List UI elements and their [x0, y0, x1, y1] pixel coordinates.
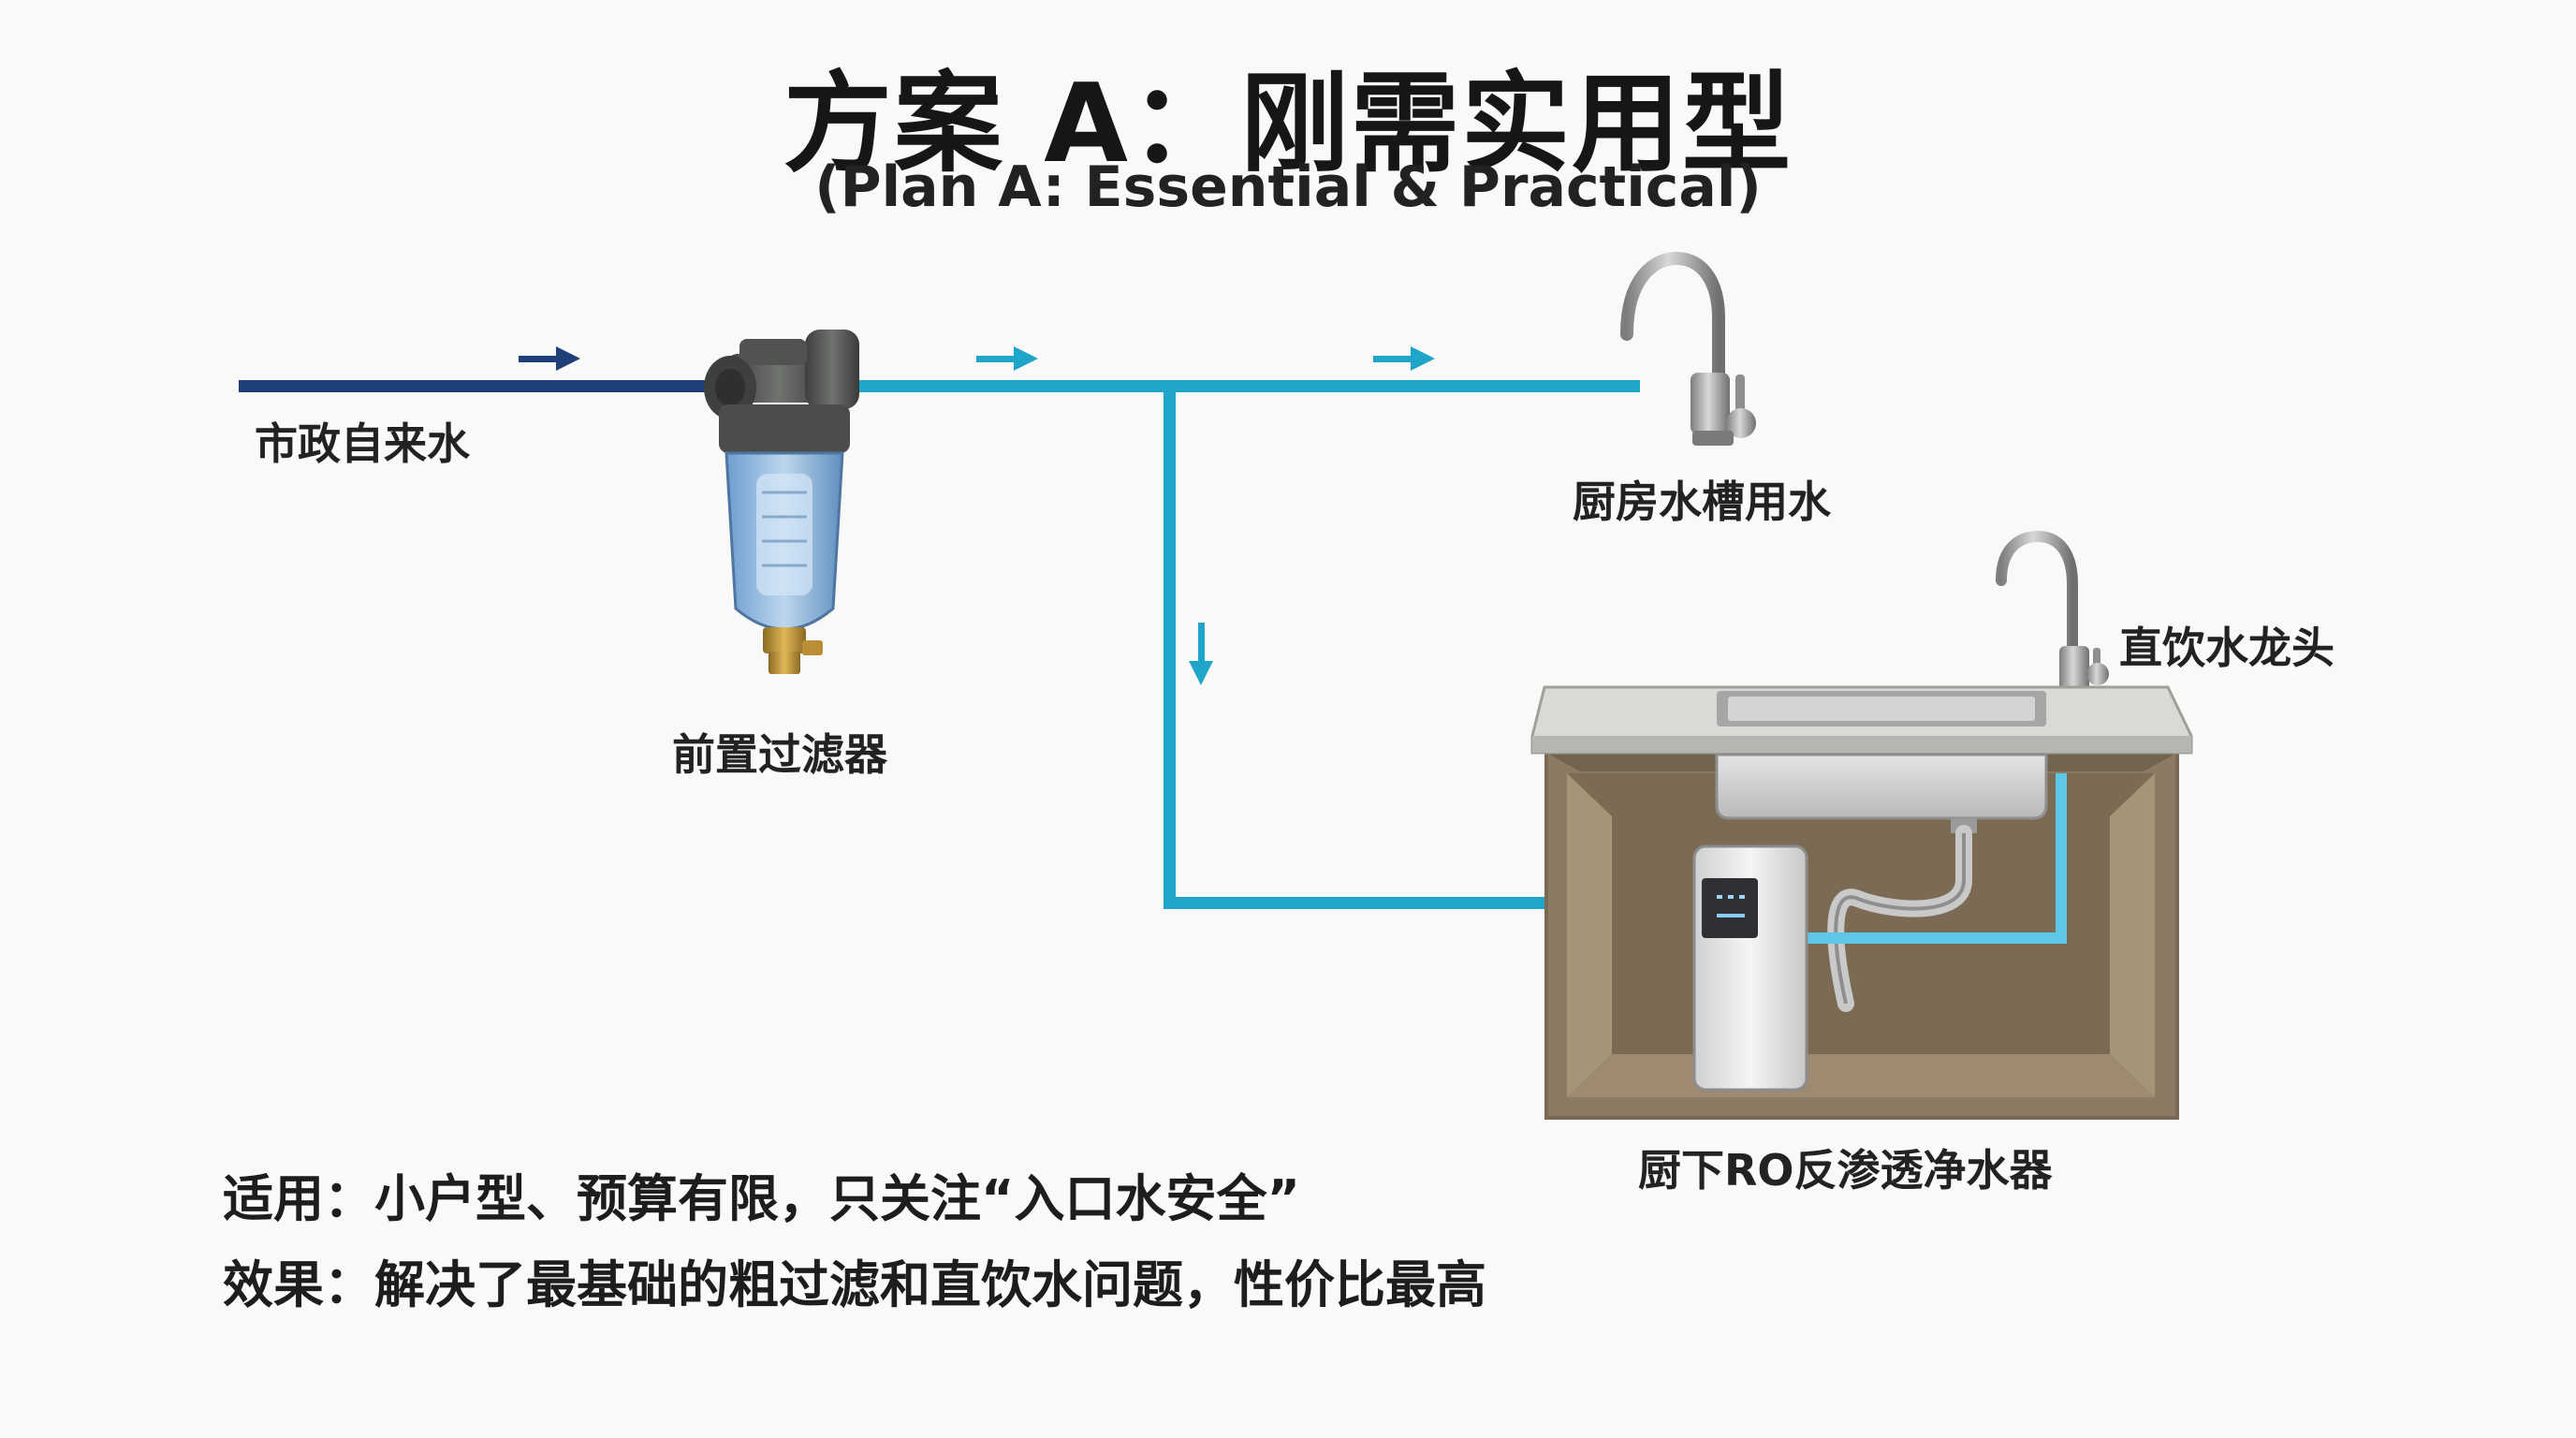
- municipal-pipe: [239, 380, 725, 392]
- filtered-pipe-vertical: [1164, 380, 1176, 909]
- under-sink-ro-label: 厨下RO反渗透净水器: [1638, 1145, 2053, 1196]
- municipal-water-label: 市政自来水: [255, 418, 470, 469]
- pre-filter-label: 前置过滤器: [672, 729, 887, 780]
- kitchen-sink-water-label: 厨房水槽用水: [1573, 477, 1831, 527]
- drinking-faucet-label: 直饮水龙头: [2119, 623, 2334, 673]
- page-title: 方案 A：刚需实用型: [783, 61, 1793, 187]
- filtered-pipe-horizontal: [833, 380, 1640, 392]
- arrow-down-icon: [1189, 623, 1213, 685]
- page-subtitle: (Plan A: Essential & Practical): [814, 154, 1762, 220]
- sink-cabinet: [1530, 685, 2193, 1120]
- kitchen-faucet-icon: [1620, 251, 1756, 446]
- arrow-right-icon: [976, 346, 1038, 371]
- ro-purifier-icon: [1692, 844, 1808, 1092]
- effect-note: 效果：解决了最基础的粗过滤和直饮水问题，性价比最高: [223, 1255, 1486, 1314]
- arrow-right-icon: [519, 346, 580, 371]
- drinking-faucet-icon: [1996, 530, 2109, 706]
- filtered-pipe-to-cabinet: [1164, 897, 1545, 909]
- applicable-note: 适用：小户型、预算有限，只关注“入口水安全”: [223, 1169, 1300, 1228]
- arrow-right-icon: [1373, 346, 1435, 371]
- pre-filter-icon: [704, 330, 859, 674]
